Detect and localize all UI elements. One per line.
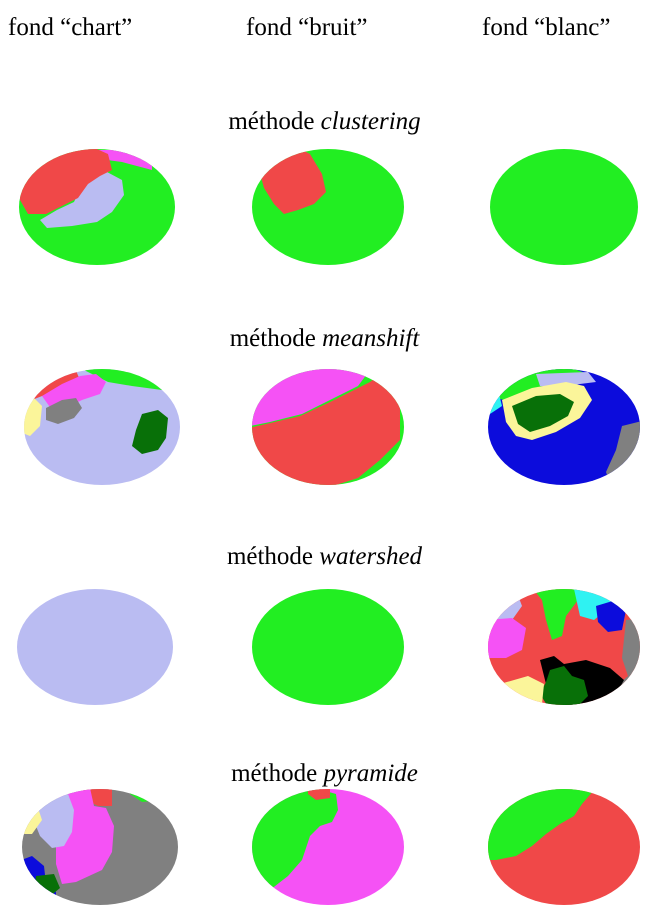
segmentation-clustering-chart (12, 140, 182, 270)
segmentation-pyramide-blanc (476, 780, 646, 910)
column-header-chart: fond “chart” (8, 14, 133, 41)
segmentation-clustering-bruit (240, 140, 410, 270)
segmentation-pyramide-bruit (240, 780, 410, 910)
segmentation-meanshift-bruit (240, 360, 410, 490)
segmentation-watershed-bruit (240, 580, 410, 710)
segmentation-watershed-blanc (476, 580, 646, 710)
column-header-blanc: fond “blanc” (482, 14, 611, 41)
method-title-clustering: méthode clustering (228, 108, 421, 135)
segmentation-clustering-blanc (476, 140, 646, 270)
segmentation-watershed-chart (10, 580, 180, 710)
segmentation-meanshift-blanc (476, 360, 646, 490)
segmentation-pyramide-chart (12, 780, 182, 910)
method-title-watershed: méthode watershed (226, 543, 423, 570)
segmentation-meanshift-chart (12, 360, 182, 490)
column-header-bruit: fond “bruit” (246, 14, 368, 41)
method-title-meanshift: méthode meanshift (229, 325, 420, 352)
method-title-pyramide: méthode pyramide (231, 760, 418, 787)
